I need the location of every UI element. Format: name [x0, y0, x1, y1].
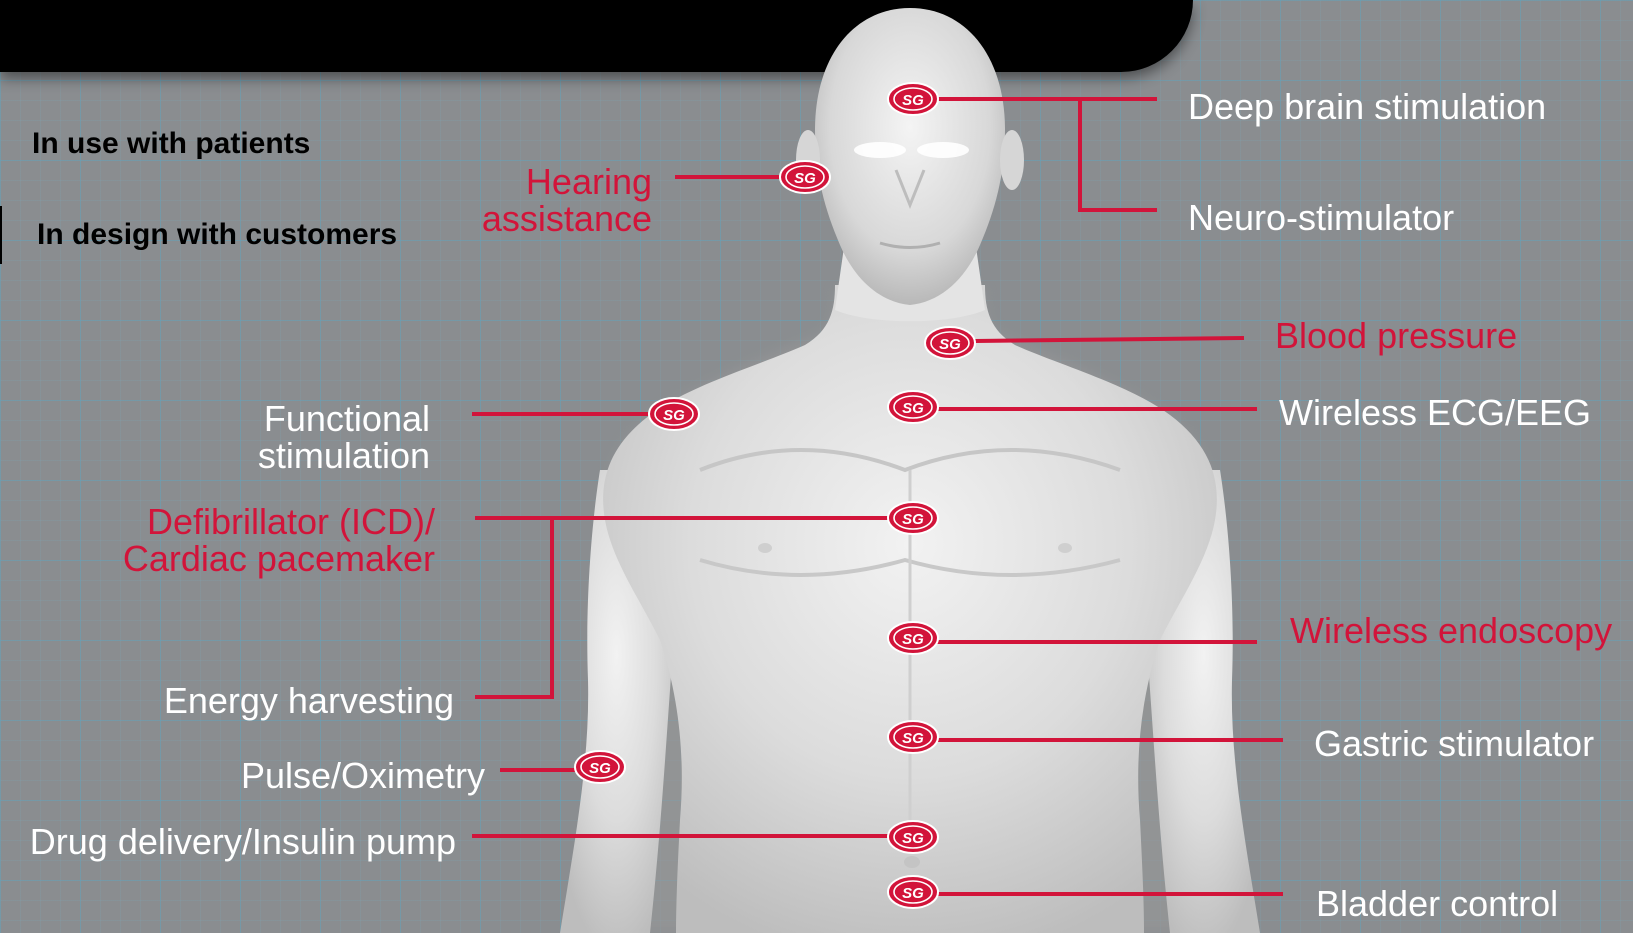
label-functional-line-2: stimulation — [200, 437, 430, 474]
legend-in-design: In design with customers — [37, 218, 397, 252]
label-gastric-stimulator: Gastric stimulator — [1314, 725, 1594, 762]
chip-badge-icon — [888, 502, 938, 534]
legend-in-use: In use with patients — [32, 127, 310, 161]
label-hearing-line-1: Hearing — [440, 163, 652, 200]
chip-badge-icon — [649, 398, 699, 430]
label-hearing-line-2: assistance — [440, 200, 652, 237]
label-wireless-ecg-eeg: Wireless ECG/EEG — [1279, 394, 1591, 431]
label-defib-line-2: Cardiac pacemaker — [60, 540, 435, 577]
label-energy-harvesting: Energy harvesting — [100, 682, 454, 719]
chip-badge-icon — [888, 83, 938, 115]
label-blood-pressure: Blood pressure — [1275, 317, 1517, 354]
chip-badge-icon — [888, 876, 938, 908]
label-neuro-stimulator: Neuro-stimulator — [1188, 199, 1454, 236]
label-defib-line-1: Defibrillator (ICD)/ — [60, 503, 435, 540]
chip-badge-icon — [888, 721, 938, 753]
chip-badge-icon — [888, 622, 938, 654]
label-drug-delivery: Drug delivery/Insulin pump — [0, 823, 456, 860]
human-body-figure — [560, 8, 1260, 933]
label-defibrillator-pacemaker: Defibrillator (ICD)/ Cardiac pacemaker — [60, 503, 435, 577]
label-wireless-endoscopy: Wireless endoscopy — [1290, 612, 1612, 649]
label-pulse-oximetry: Pulse/Oximetry — [150, 757, 485, 794]
label-bladder-control: Bladder control — [1316, 885, 1558, 922]
chip-badge-icon — [925, 327, 975, 359]
chip-badge-icon — [888, 821, 938, 853]
legend-marker — [0, 206, 2, 264]
label-deep-brain-stimulation: Deep brain stimulation — [1188, 88, 1546, 125]
label-hearing-assistance: Hearing assistance — [440, 163, 652, 237]
label-functional-stimulation: Functional stimulation — [200, 400, 430, 474]
label-functional-line-1: Functional — [200, 400, 430, 437]
chip-badge-icon — [575, 751, 625, 783]
chip-badge-icon — [780, 161, 830, 193]
chip-badge-icon — [888, 391, 938, 423]
